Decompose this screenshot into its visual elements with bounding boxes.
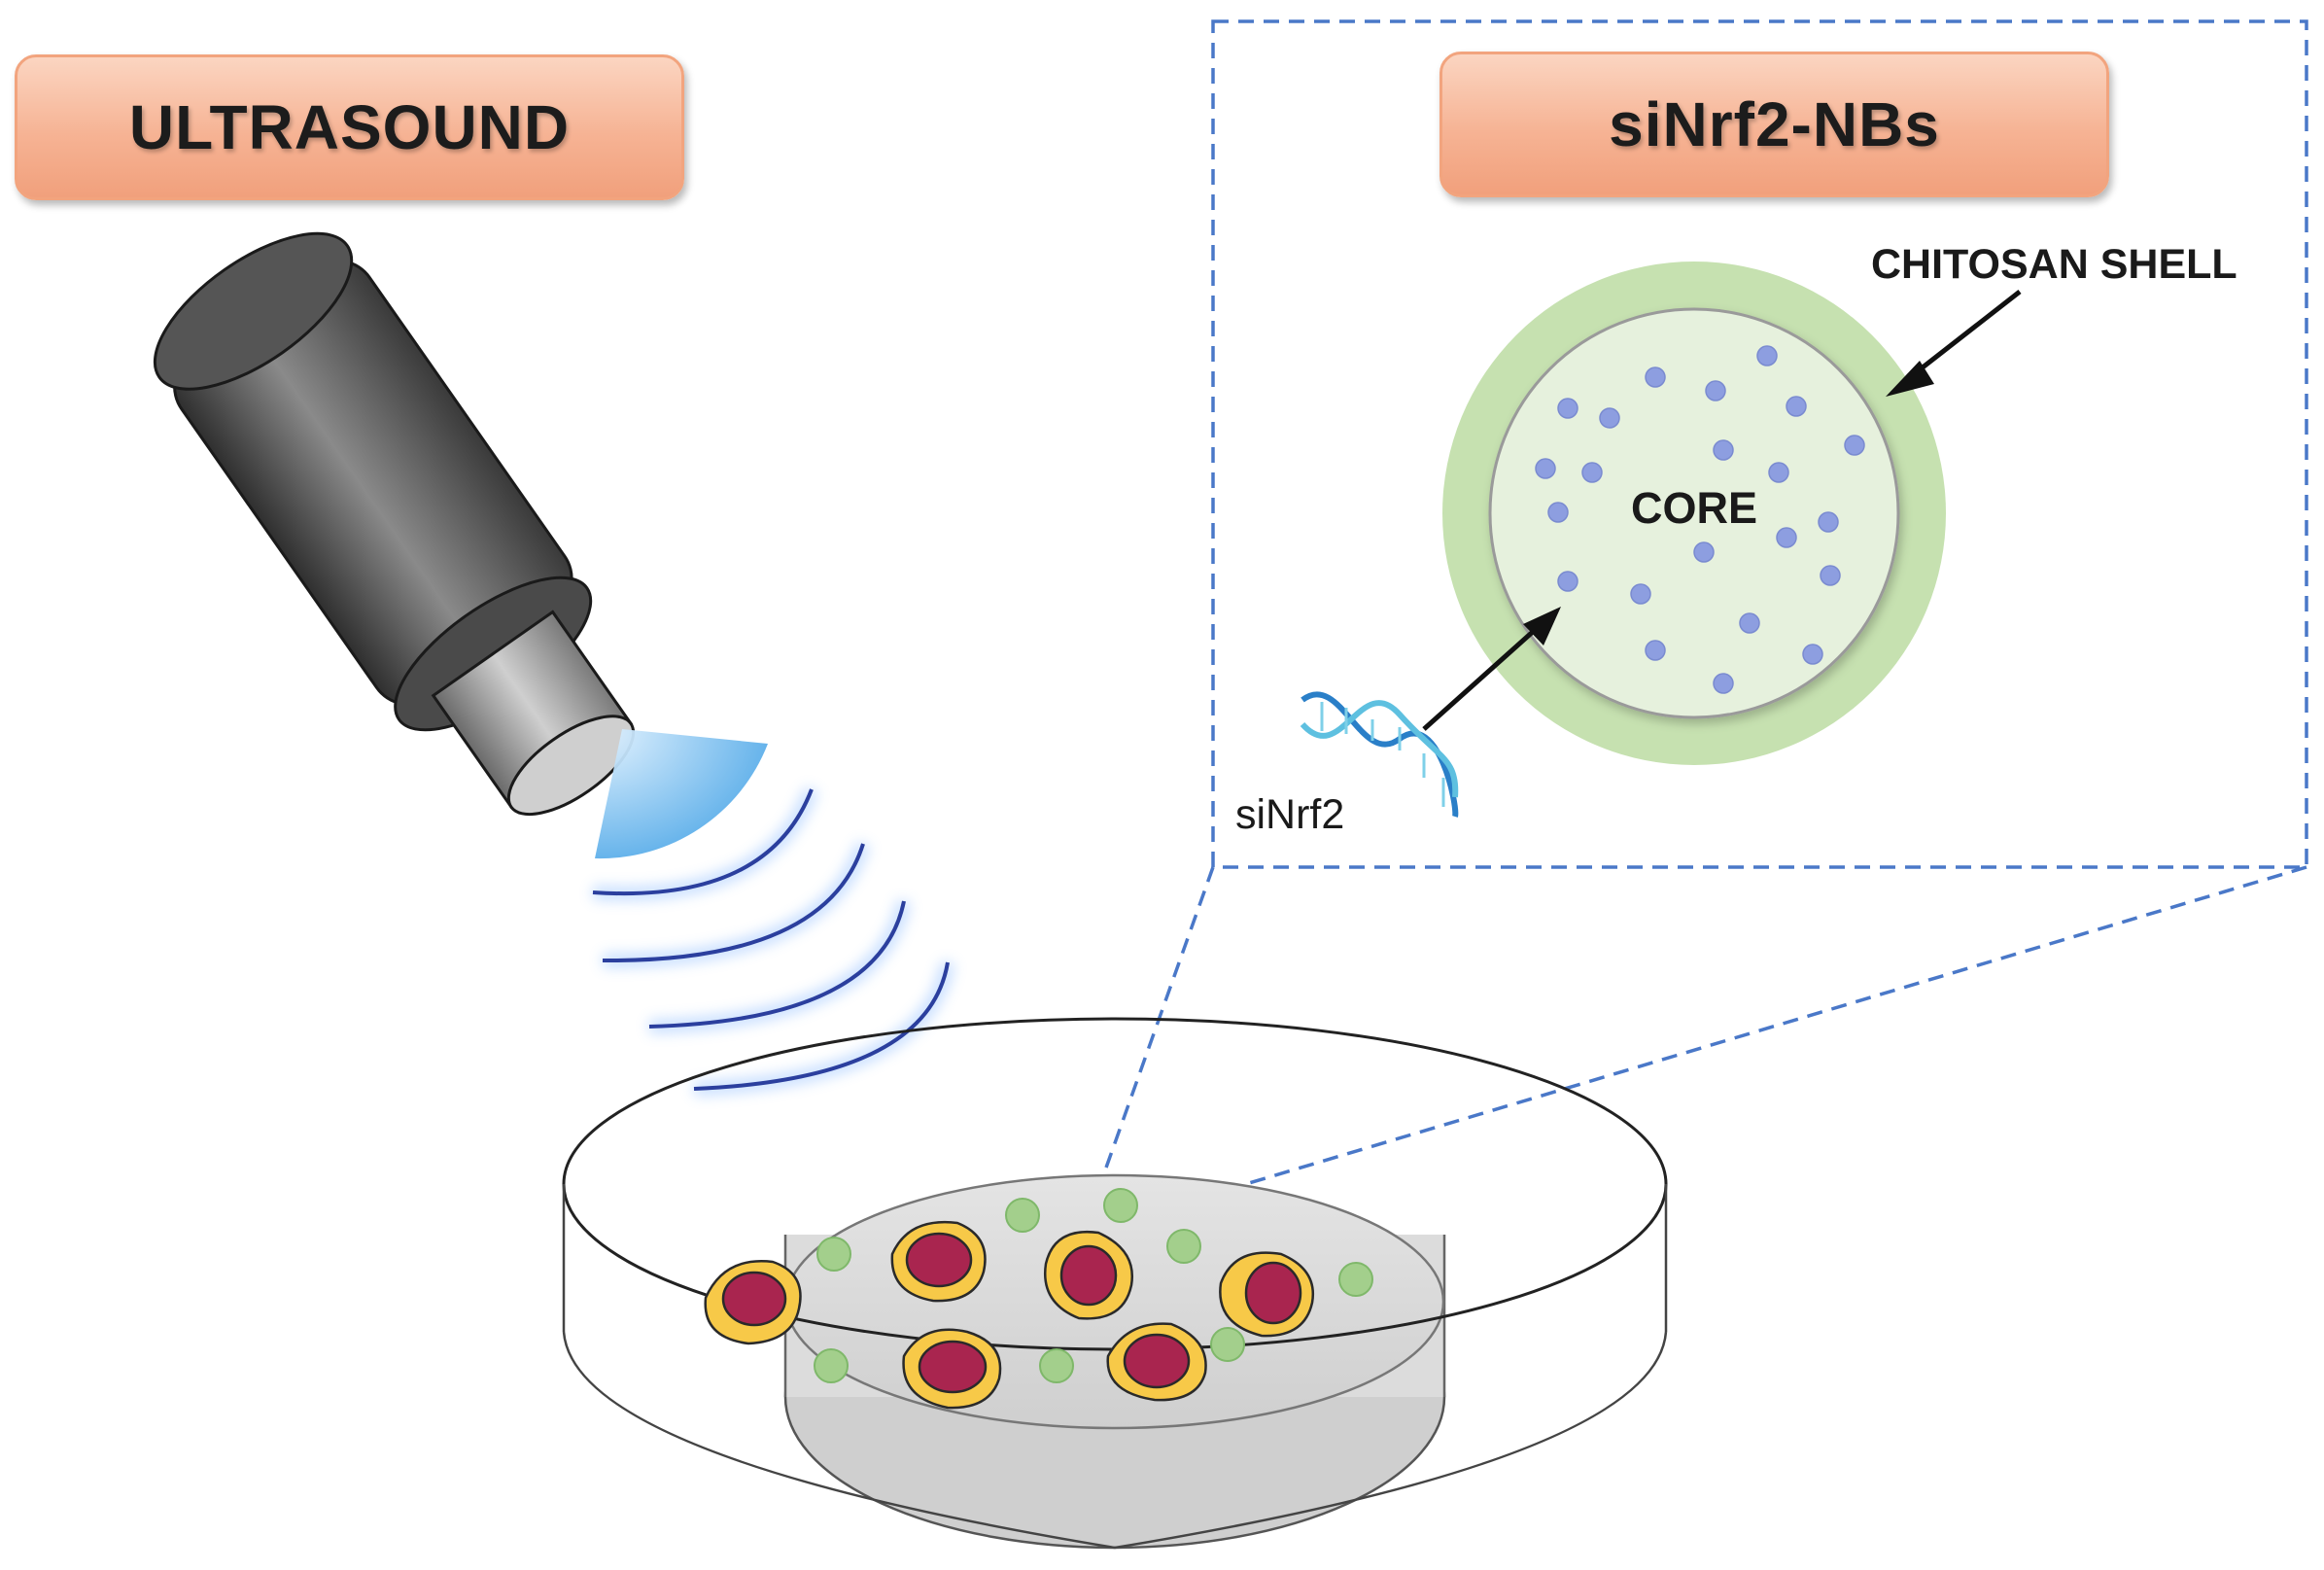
cell bbox=[902, 1328, 1002, 1410]
ultrasound-beam bbox=[595, 729, 768, 859]
dna-helix-icon bbox=[1300, 691, 1459, 818]
nanobubble bbox=[816, 1237, 851, 1272]
cell bbox=[1106, 1322, 1207, 1402]
sirna-arrow bbox=[1422, 607, 1561, 731]
shell-arrow bbox=[1886, 290, 2022, 397]
cells bbox=[704, 1220, 1315, 1410]
nanobubble-diagram bbox=[1442, 262, 1946, 765]
sound-waves bbox=[592, 786, 954, 1096]
sirna-dots bbox=[1535, 345, 1865, 694]
core-label: CORE bbox=[1631, 483, 1758, 533]
sirna-label: siNrf2 bbox=[1235, 791, 1345, 838]
zoom-line-right bbox=[1134, 865, 2307, 1219]
cell bbox=[1219, 1251, 1315, 1338]
nanobubble bbox=[1166, 1229, 1201, 1264]
nanobubble bbox=[1039, 1348, 1074, 1383]
nanobubbles bbox=[814, 1188, 1373, 1383]
ultrasound-transducer bbox=[153, 231, 636, 817]
chitosan-shell-label: CHITOSAN SHELL bbox=[1871, 241, 2237, 288]
cell bbox=[1043, 1230, 1134, 1320]
nanobubble bbox=[1005, 1198, 1040, 1233]
cell bbox=[704, 1260, 802, 1345]
ultrasound-title: ULTRASOUND bbox=[15, 54, 684, 200]
cell bbox=[890, 1220, 987, 1303]
zoom-line-left bbox=[1098, 866, 1215, 1185]
nanobubble bbox=[1338, 1262, 1373, 1297]
zoom-inset-frame bbox=[1098, 19, 2308, 1219]
nanobubble bbox=[1103, 1188, 1138, 1223]
nanobubble bbox=[814, 1348, 849, 1383]
nanobubble-title: siNrf2-NBs bbox=[1439, 52, 2109, 197]
nanobubble bbox=[1210, 1327, 1245, 1362]
